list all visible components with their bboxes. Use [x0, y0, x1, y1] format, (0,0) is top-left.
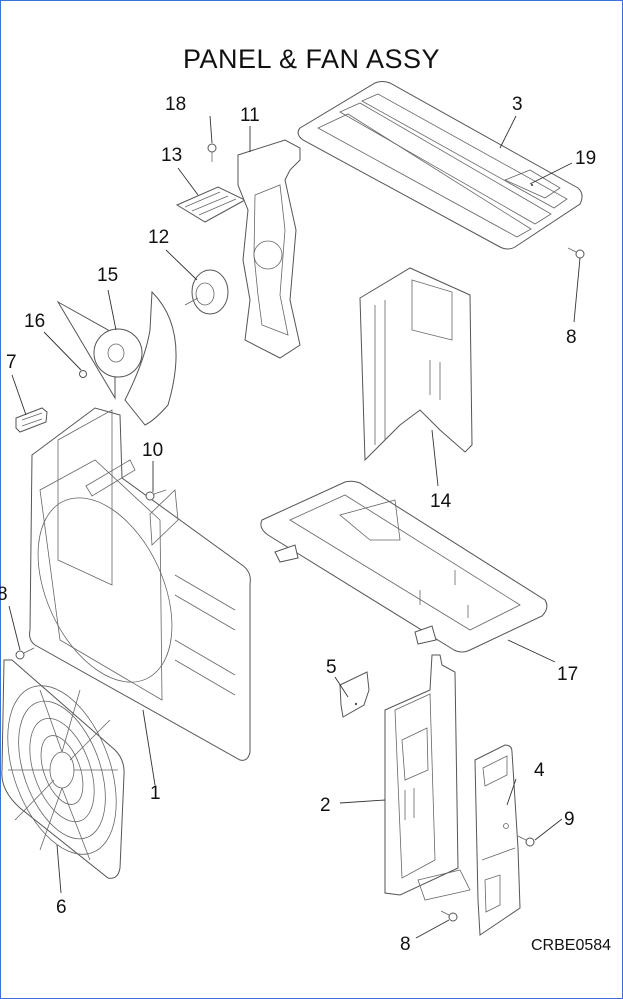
callout-19: 19 [575, 148, 596, 169]
callout-7: 7 [6, 352, 17, 373]
part-front-panel [29, 407, 251, 761]
part-base-pan [260, 480, 548, 653]
callout-14: 14 [430, 491, 452, 512]
callout-16: 16 [24, 311, 45, 332]
part-label [531, 184, 533, 186]
part-handle-clip [15, 407, 48, 433]
part-motor-support [237, 139, 301, 359]
callout-9: 9 [564, 809, 575, 830]
callout-17: 17 [557, 664, 578, 685]
callout-10: 10 [142, 440, 163, 461]
callout-4: 4 [534, 760, 545, 781]
part-top-panel [297, 81, 583, 250]
callout-11: 11 [240, 105, 260, 126]
screw-10-icon [145, 489, 179, 546]
screw-8-bottom-icon [440, 910, 458, 922]
screw-18-icon [207, 143, 217, 162]
part-bracket-plate [339, 671, 370, 718]
callout-2: 2 [320, 795, 331, 816]
part-propeller-fan [56, 290, 177, 426]
callout-3: 3 [512, 94, 523, 115]
screw-8-left-icon [15, 647, 35, 660]
part-service-cover [474, 744, 521, 936]
callout-12: 12 [148, 227, 169, 248]
callout-18: 18 [165, 94, 186, 115]
screw-8-right-icon [567, 247, 585, 259]
diagram-title: PANEL & FAN ASSY [182, 44, 441, 74]
leader-lines [8, 115, 581, 939]
callout-15: 15 [97, 265, 118, 286]
callout-13: 13 [161, 145, 182, 166]
part-motor-bracket [175, 186, 247, 223]
screw-9-icon [517, 835, 535, 847]
part-side-panel [384, 654, 471, 901]
part-fan-motor [184, 269, 229, 315]
part-partition-plate [359, 267, 473, 462]
callout-5: 5 [326, 657, 337, 678]
part-fan-guard [1, 659, 125, 879]
callout-8-left: 8 [0, 584, 8, 605]
callout-8-right: 8 [566, 327, 577, 348]
drawing-code: CRBE0584 [531, 937, 612, 954]
callout-1: 1 [150, 783, 161, 804]
callout-8-bottom: 8 [400, 934, 411, 955]
nut-16-icon [79, 370, 87, 378]
callout-6: 6 [56, 897, 67, 918]
